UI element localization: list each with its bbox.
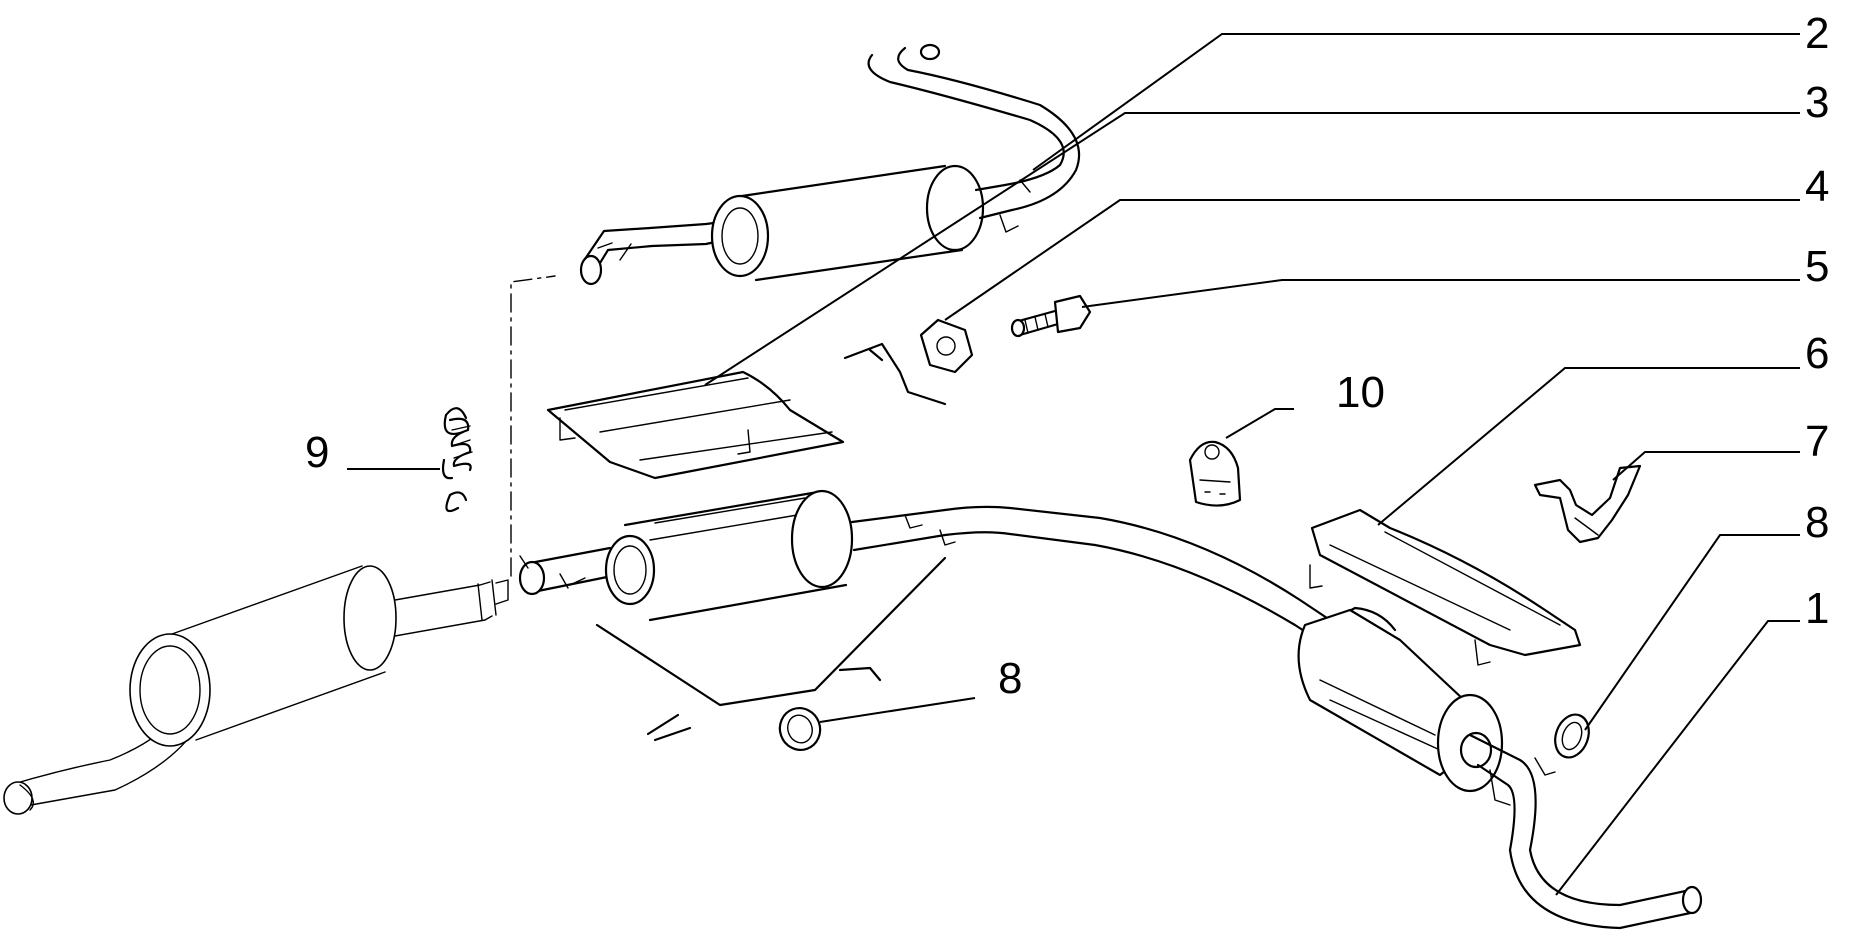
part-8-gasket-right xyxy=(1554,713,1590,759)
callout-6: 6 xyxy=(1805,329,1829,378)
part-1-main-exhaust xyxy=(518,489,1703,930)
callout-9: 9 xyxy=(305,428,329,477)
part-9-spring xyxy=(441,407,473,513)
callout-7: 7 xyxy=(1805,417,1829,466)
leader-lines xyxy=(347,33,1800,896)
part-10-rubber-mount xyxy=(1188,440,1242,507)
callout-4: 4 xyxy=(1805,162,1829,211)
callout-5: 5 xyxy=(1805,242,1829,291)
assembly-mark xyxy=(595,556,947,707)
callout-8-right: 8 xyxy=(1805,498,1829,547)
part-5-bolt xyxy=(1010,294,1092,338)
part-7-bracket xyxy=(1533,464,1642,544)
part-8-gasket-left xyxy=(778,707,822,751)
callout-8-left: 8 xyxy=(998,654,1022,703)
assembly-mark xyxy=(838,666,882,682)
callout-1: 1 xyxy=(1805,584,1829,633)
callout-2: 2 xyxy=(1805,9,1829,58)
part-2-front-silencer xyxy=(579,43,1081,286)
alignment-line xyxy=(510,275,556,577)
callout-10: 10 xyxy=(1336,368,1385,417)
assembly-mark xyxy=(646,713,692,742)
rear-silencer-left xyxy=(3,565,509,815)
callout-3: 3 xyxy=(1805,78,1829,127)
part-3-heat-shield xyxy=(546,342,947,480)
part-6-heat-shield xyxy=(1309,508,1582,666)
part-4-nut xyxy=(919,318,974,374)
